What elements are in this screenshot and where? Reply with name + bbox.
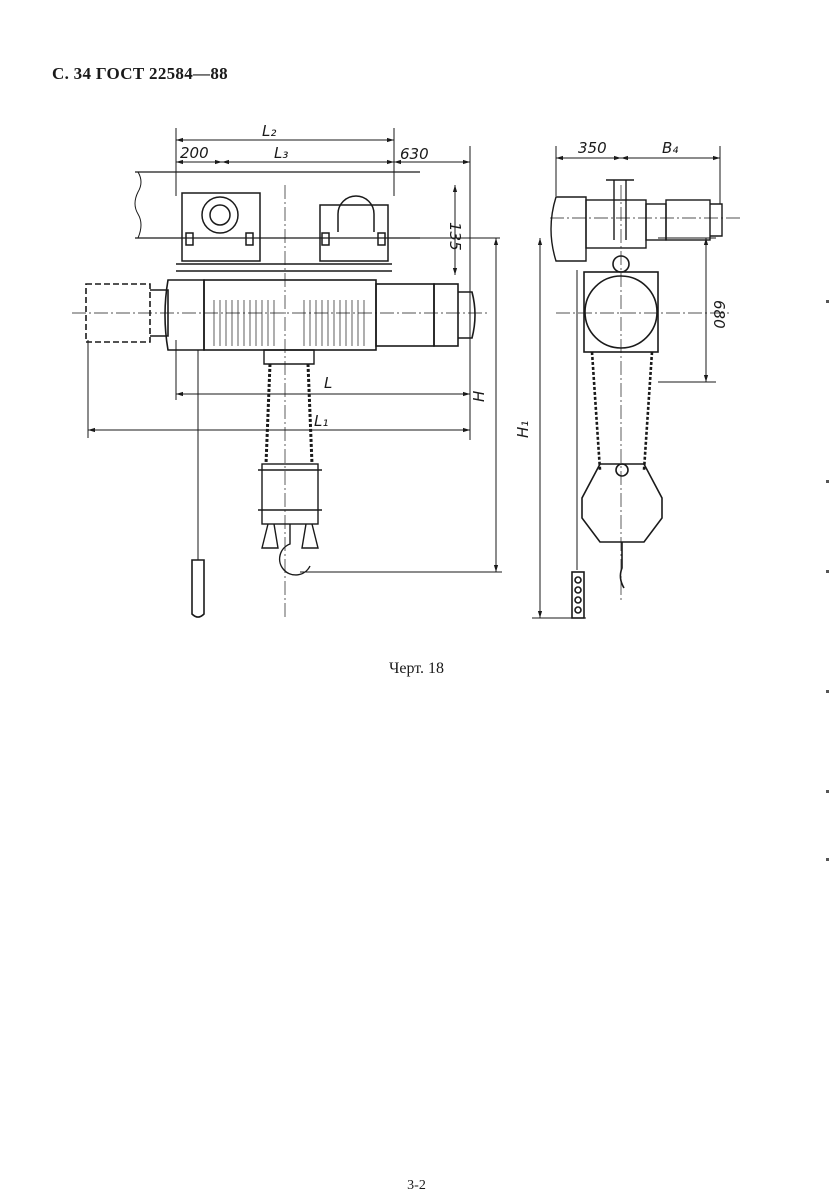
- side-trolley: [550, 179, 723, 262]
- dim-b4: B₄: [662, 139, 678, 157]
- dim-l: L: [324, 374, 332, 392]
- front-view: [72, 171, 490, 620]
- dim-l3: L₃: [274, 144, 288, 162]
- page-header: С. 34 ГОСТ 22584—88: [52, 64, 228, 83]
- front-dimension-labels: L₂ 200 L₃ 630 135 L L₁ H: [180, 122, 488, 430]
- dim-630: 630: [400, 145, 429, 163]
- technical-drawing: L₂ 200 L₃ 630 135 L L₁ H: [72, 122, 740, 620]
- margin-mark: [826, 300, 829, 303]
- drum: [164, 279, 377, 351]
- dim-h: H: [470, 391, 488, 402]
- dim-680: 680: [710, 300, 728, 329]
- side-view: [550, 179, 740, 619]
- motor: [375, 283, 476, 347]
- side-dimension-labels: 350 B₄ 680 H₁: [514, 139, 728, 438]
- margin-mark: [826, 480, 829, 483]
- dim-200: 200: [180, 144, 209, 162]
- margin-mark: [826, 690, 829, 693]
- dim-l1: L₁: [314, 412, 328, 430]
- dim-l2: L₂: [262, 122, 276, 140]
- side-ropes: [590, 351, 654, 471]
- trolley: [176, 192, 392, 272]
- page-number: 3-2: [407, 1178, 426, 1193]
- pendant-front: [191, 350, 205, 618]
- side-dimensions: [532, 146, 721, 619]
- margin-mark: [826, 790, 829, 793]
- dim-135: 135: [446, 222, 464, 251]
- side-hook-block: [581, 463, 663, 589]
- hook-block: [258, 349, 322, 576]
- dim-350: 350: [578, 139, 607, 157]
- margin-mark: [826, 858, 829, 861]
- figure-caption: Черт. 18: [388, 660, 445, 677]
- pendant-side: [571, 270, 585, 619]
- dim-h1: H₁: [514, 421, 532, 438]
- margin-mark: [826, 570, 829, 573]
- front-dimensions: [87, 128, 502, 573]
